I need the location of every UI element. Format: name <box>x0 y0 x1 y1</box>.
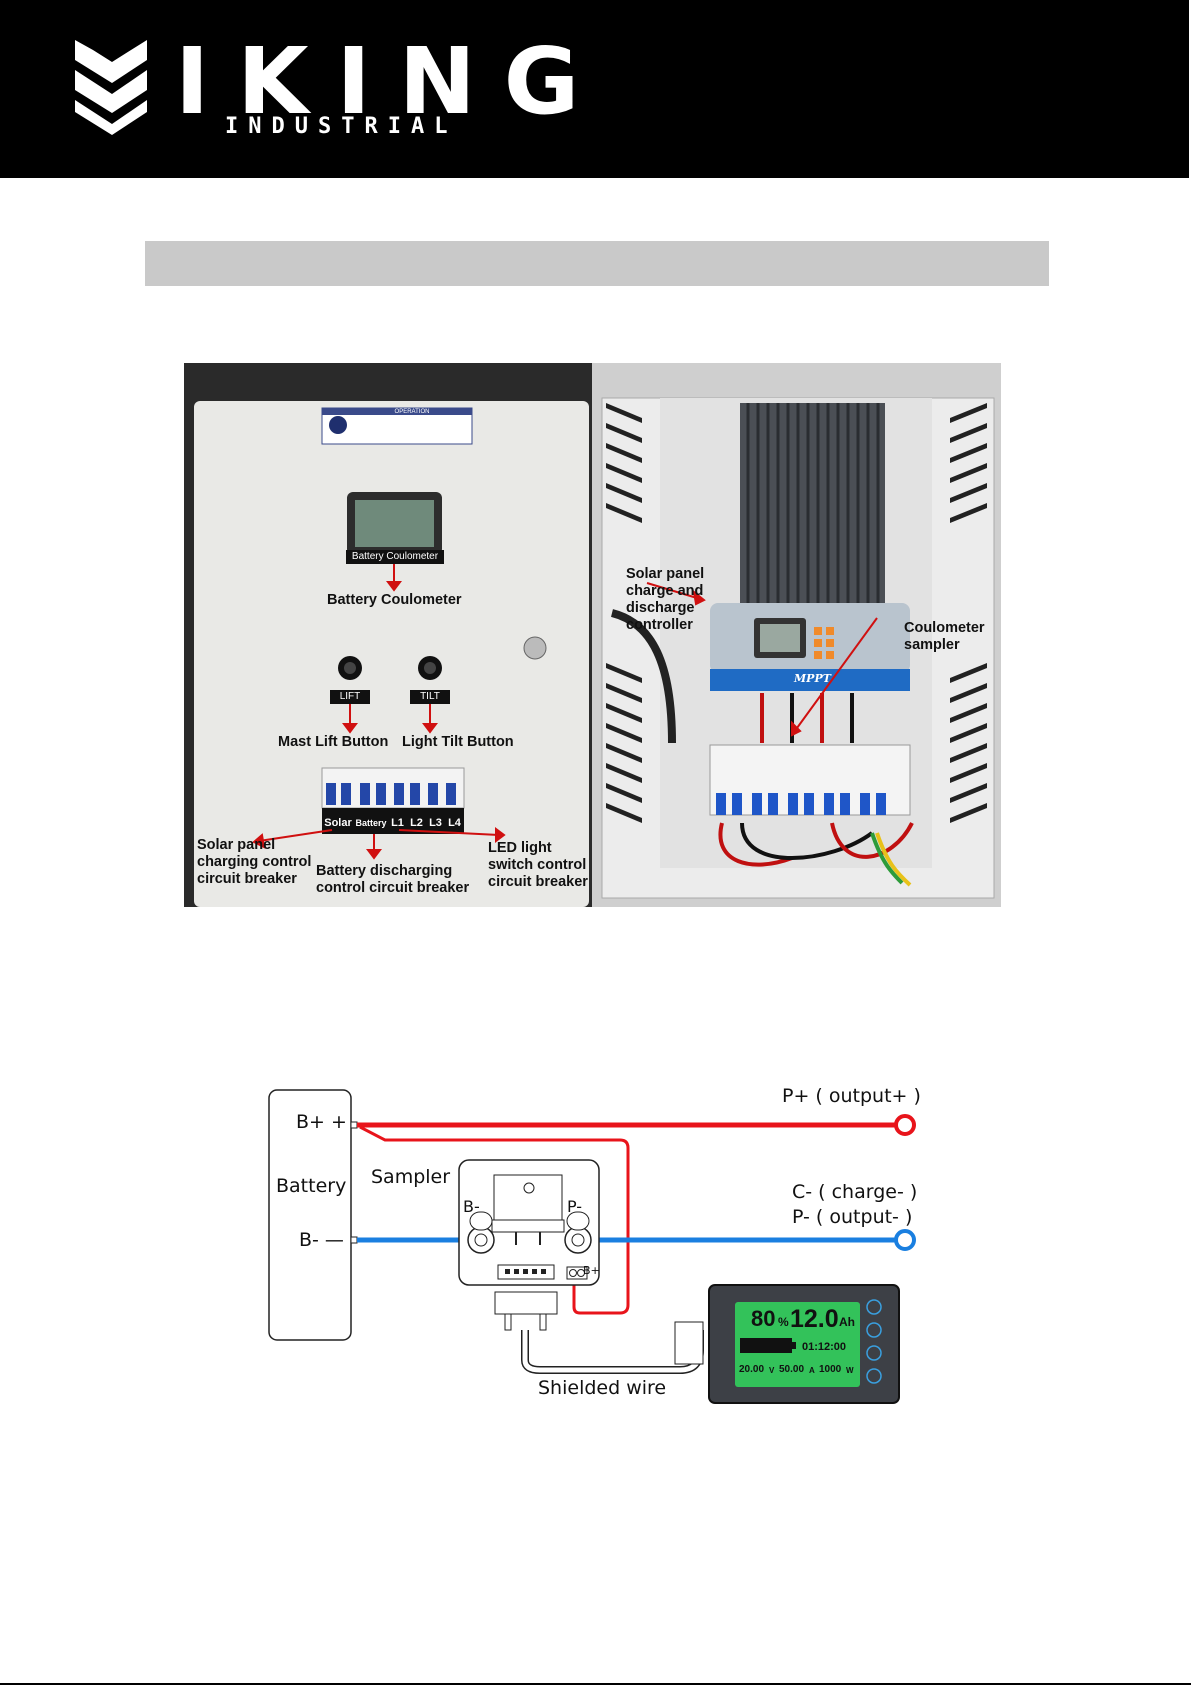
label-line: Battery discharging <box>316 863 453 879</box>
sampler-b-plus-label: B+ <box>583 1264 600 1277</box>
mast-lift-label: Mast Lift Button <box>278 734 389 750</box>
breaker-tag: L4 <box>448 817 461 829</box>
label-line: sampler <box>904 637 960 653</box>
panel-door-graphic <box>184 363 592 907</box>
lcd-power: 1000 <box>819 1364 842 1375</box>
coulometer-tag: Battery Coulometer <box>346 550 444 564</box>
breaker-tag-row: Solar Battery L1 L2 L3 L4 <box>322 815 464 831</box>
label-line: charge and <box>626 583 704 599</box>
label-line: control circuit breaker <box>316 880 470 896</box>
led-breaker-label: LED light switch control circuit breaker <box>488 840 588 891</box>
operation-sticker-title: OPERATION <box>394 409 430 415</box>
lcd-voltage: 20.00 <box>739 1364 765 1375</box>
label-line: circuit breaker <box>197 871 297 887</box>
coulometer-label: Battery Coulometer <box>327 592 462 608</box>
label-line: circuit breaker <box>488 874 588 890</box>
lcd-percent: 80 <box>751 1306 776 1331</box>
lcd-percent-unit: % <box>778 1315 789 1329</box>
lift-tag: LIFT <box>330 690 370 704</box>
lcd-current-unit: A <box>809 1366 815 1375</box>
label-line: switch control <box>488 857 587 873</box>
light-tilt-label: Light Tilt Button <box>402 734 514 750</box>
wiring-diagram-graphic <box>268 1089 916 1404</box>
breaker-tag: L3 <box>429 817 442 829</box>
sampler-p-minus-label: P- <box>567 1197 583 1216</box>
lcd-capacity-unit: Ah <box>839 1315 855 1329</box>
p-plus-output-label: P+ ( output+ ) <box>782 1085 921 1107</box>
solar-breaker-label: Solar panel charging control circuit bre… <box>197 837 311 888</box>
control-panel-photo: OPERATION Battery Coulometer Battery Cou… <box>184 363 592 907</box>
sampler-photo-label: Coulometer sampler <box>904 620 985 654</box>
label-line: Solar panel <box>626 566 705 582</box>
logo-wordmark: IKING <box>175 28 608 135</box>
battery-label: Battery <box>276 1175 347 1197</box>
label-line: Solar panel <box>197 837 276 853</box>
label-line: charging control <box>197 854 312 870</box>
section-title-bar <box>145 241 1049 286</box>
cabinet-interior-photo: Solar panel charge and discharge control… <box>592 363 1001 907</box>
cabinet-graphic <box>592 363 1001 907</box>
breaker-tag: Solar <box>324 817 352 829</box>
battery-breaker-label: Battery discharging control circuit brea… <box>316 863 469 897</box>
wiring-diagram: Battery B+ + B- — Sampler B- P- B+ P+ ( … <box>0 1060 1191 1420</box>
lcd-current: 50.00 <box>779 1364 805 1375</box>
breaker-tag: L2 <box>410 817 423 829</box>
lcd-readout: 80 % 12.0 Ah 01:12:00 20.00 V 50.00 A 10… <box>735 1302 860 1387</box>
lcd-voltage-unit: V <box>769 1366 775 1375</box>
breaker-tag: L1 <box>391 817 404 829</box>
label-line: discharge <box>626 600 695 616</box>
logo-subtitle: INDUSTRIAL <box>225 114 458 139</box>
c-minus-charge-label: C- ( charge- ) <box>792 1181 918 1203</box>
page-header: IKING INDUSTRIAL <box>0 0 1189 178</box>
b-plus-terminal-label: B+ + <box>296 1111 347 1133</box>
lcd-capacity: 12.0 <box>790 1305 839 1333</box>
lcd-power-unit: W <box>846 1366 854 1375</box>
tilt-tag: TILT <box>410 690 450 704</box>
label-line: controller <box>626 617 693 633</box>
breaker-tag: Battery <box>355 818 387 828</box>
b-minus-terminal-label: B- — <box>299 1229 344 1251</box>
p-minus-output-label: P- ( output- ) <box>792 1206 913 1228</box>
sampler-b-minus-label: B- <box>463 1197 480 1216</box>
chevron-logo-icon <box>75 40 147 135</box>
controller-brand: MPPT <box>794 672 831 685</box>
lcd-time: 01:12:00 <box>802 1341 847 1353</box>
page-bottom-rule <box>0 1683 1191 1685</box>
sampler-label: Sampler <box>371 1166 451 1188</box>
viking-logo: IKING INDUSTRIAL <box>75 36 579 148</box>
shielded-wire-label: Shielded wire <box>538 1377 667 1399</box>
label-line: LED light <box>488 840 552 856</box>
label-line: Coulometer <box>904 620 985 636</box>
controller-label: Solar panel charge and discharge control… <box>626 566 704 634</box>
